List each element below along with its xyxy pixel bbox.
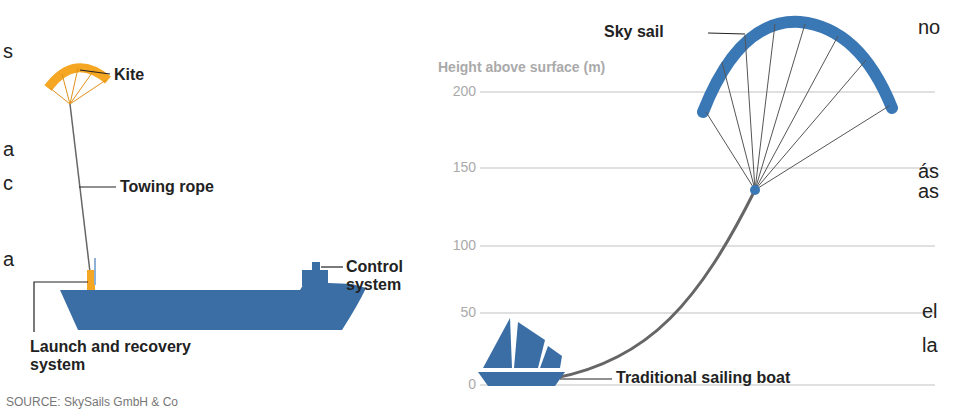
background-text: a <box>3 138 14 160</box>
source-note: SOURCE: SkySails GmbH & Co <box>6 396 178 409</box>
grid-lines <box>480 92 935 385</box>
background-text: c <box>3 172 13 194</box>
leader-line <box>80 70 110 74</box>
launch-system <box>87 270 95 290</box>
ship-hull <box>60 282 366 330</box>
tether <box>555 190 755 378</box>
towing-rope <box>70 104 90 272</box>
ship-bridge <box>302 270 328 286</box>
tether-knot <box>750 185 760 195</box>
part-label: Sky sail <box>604 23 664 41</box>
tick-label: 200 <box>453 84 476 99</box>
mast <box>94 258 96 285</box>
leader-line <box>560 378 612 379</box>
part-label: Towing rope <box>120 178 214 196</box>
tick-label: 0 <box>468 377 476 392</box>
background-text: el <box>922 300 938 322</box>
background-text: a <box>3 248 14 270</box>
background-text: no <box>918 16 940 38</box>
background-text: la <box>922 334 938 356</box>
part-label: Traditional sailing boat <box>616 369 790 387</box>
sailing-boat <box>478 318 565 386</box>
tick-label: 150 <box>453 160 476 175</box>
leader-line <box>321 266 343 267</box>
control-system <box>312 262 320 272</box>
sail-lines <box>706 24 889 190</box>
kite-lines <box>50 68 106 104</box>
part-label: Kite <box>114 66 144 84</box>
tick-label: 50 <box>460 305 476 320</box>
tick-label: 100 <box>453 238 476 253</box>
background-text: ás <box>918 160 939 182</box>
background-text: s <box>3 40 13 62</box>
leader-line <box>708 33 745 34</box>
background-text: as <box>918 180 939 202</box>
leader-line <box>79 186 116 187</box>
part-label: Control system <box>346 258 416 293</box>
part-label: Launch and recovery system <box>30 338 220 373</box>
leader-line <box>34 282 88 332</box>
axis-title: Height above surface (m) <box>438 60 605 75</box>
